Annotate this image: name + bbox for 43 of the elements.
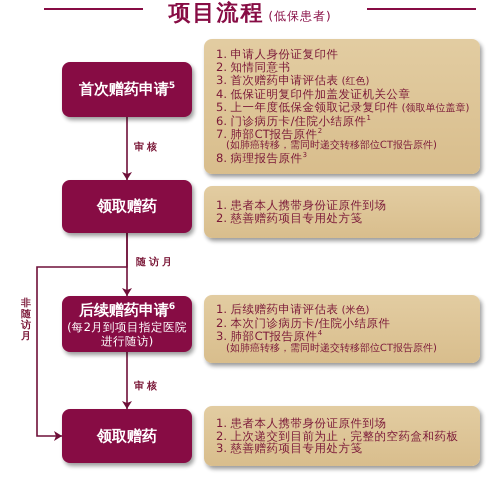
- list-item: 4. 低保证明复印件加盖发证机关公章: [216, 88, 411, 101]
- process-box: [62, 296, 192, 352]
- list-item: 7. 肺部CT报告原件$^{2}$: [216, 128, 322, 140]
- step-title: 领取赠药: [97, 197, 157, 216]
- list-item: 1. 申请人身份证复印件: [216, 48, 339, 62]
- note-text: (红色): [342, 76, 370, 88]
- list-item: 2. 本次门诊病历卡/住院小结原件: [216, 317, 391, 330]
- list-item: 1. 患者本人携带身份证原件到场: [216, 416, 387, 430]
- arrow: [122, 117, 132, 180]
- note-text: (如肺癌转移，需同时递交转移部位CT报告原件): [225, 140, 438, 152]
- list-item: 1. 患者本人携带身份证原件到场: [216, 199, 387, 212]
- title: 项目流程: [168, 0, 264, 28]
- requirements-panel: [204, 39, 480, 174]
- subtitle: (低保患者): [268, 8, 332, 25]
- list-item: 6. 门诊病历卡/住院小结原件$^{1}$: [216, 114, 371, 128]
- list-item: 2. 慈善赠药项目专用处方笺: [216, 212, 363, 225]
- process-box: [62, 409, 192, 463]
- note-text: (领取单位盖章): [402, 102, 470, 115]
- list-item: 2. 上次递交到目前为止，完整的空药盒和药板: [216, 430, 459, 442]
- edge-label: 随访月: [136, 257, 175, 269]
- arrow: [36, 233, 128, 441]
- process-box: [62, 62, 192, 117]
- edge-label: 非随访月: [21, 298, 31, 342]
- list-item: 3. 肺部CT报告原件$^{4}$: [216, 330, 322, 344]
- requirements-panel: [204, 295, 480, 363]
- process-box: [62, 180, 192, 233]
- list-item: 8. 病理报告原件$^{3}$: [216, 152, 308, 165]
- step-note: (每2月到项目指定医院进行随访): [66, 320, 188, 348]
- arrow: [122, 352, 132, 409]
- list-item: 3. 慈善赠药项目专用处方笺: [216, 442, 363, 456]
- step-title: 领取赠药: [97, 426, 157, 446]
- list-item: 1. 后续赠药申请评估表: [216, 303, 339, 316]
- edge-label: 审核: [134, 142, 160, 154]
- edge-label: 审核: [134, 381, 160, 393]
- step-title: 后续赠药申请$^{6}$: [78, 300, 176, 320]
- list-item: 3. 首次赠药申请评估表: [216, 74, 339, 87]
- list-item: 2. 知情同意书: [216, 61, 291, 74]
- list-item: 5. 上一年度低保金领取记录复印件: [216, 100, 399, 114]
- note-text: (如肺癌转移，需同时递交转移部位CT报告原件): [225, 343, 438, 355]
- step-title: 首次赠药申请$^{5}$: [78, 80, 176, 99]
- requirements-panel: [204, 186, 480, 238]
- requirements-panel: [204, 406, 480, 466]
- note-text: (米色): [342, 305, 370, 318]
